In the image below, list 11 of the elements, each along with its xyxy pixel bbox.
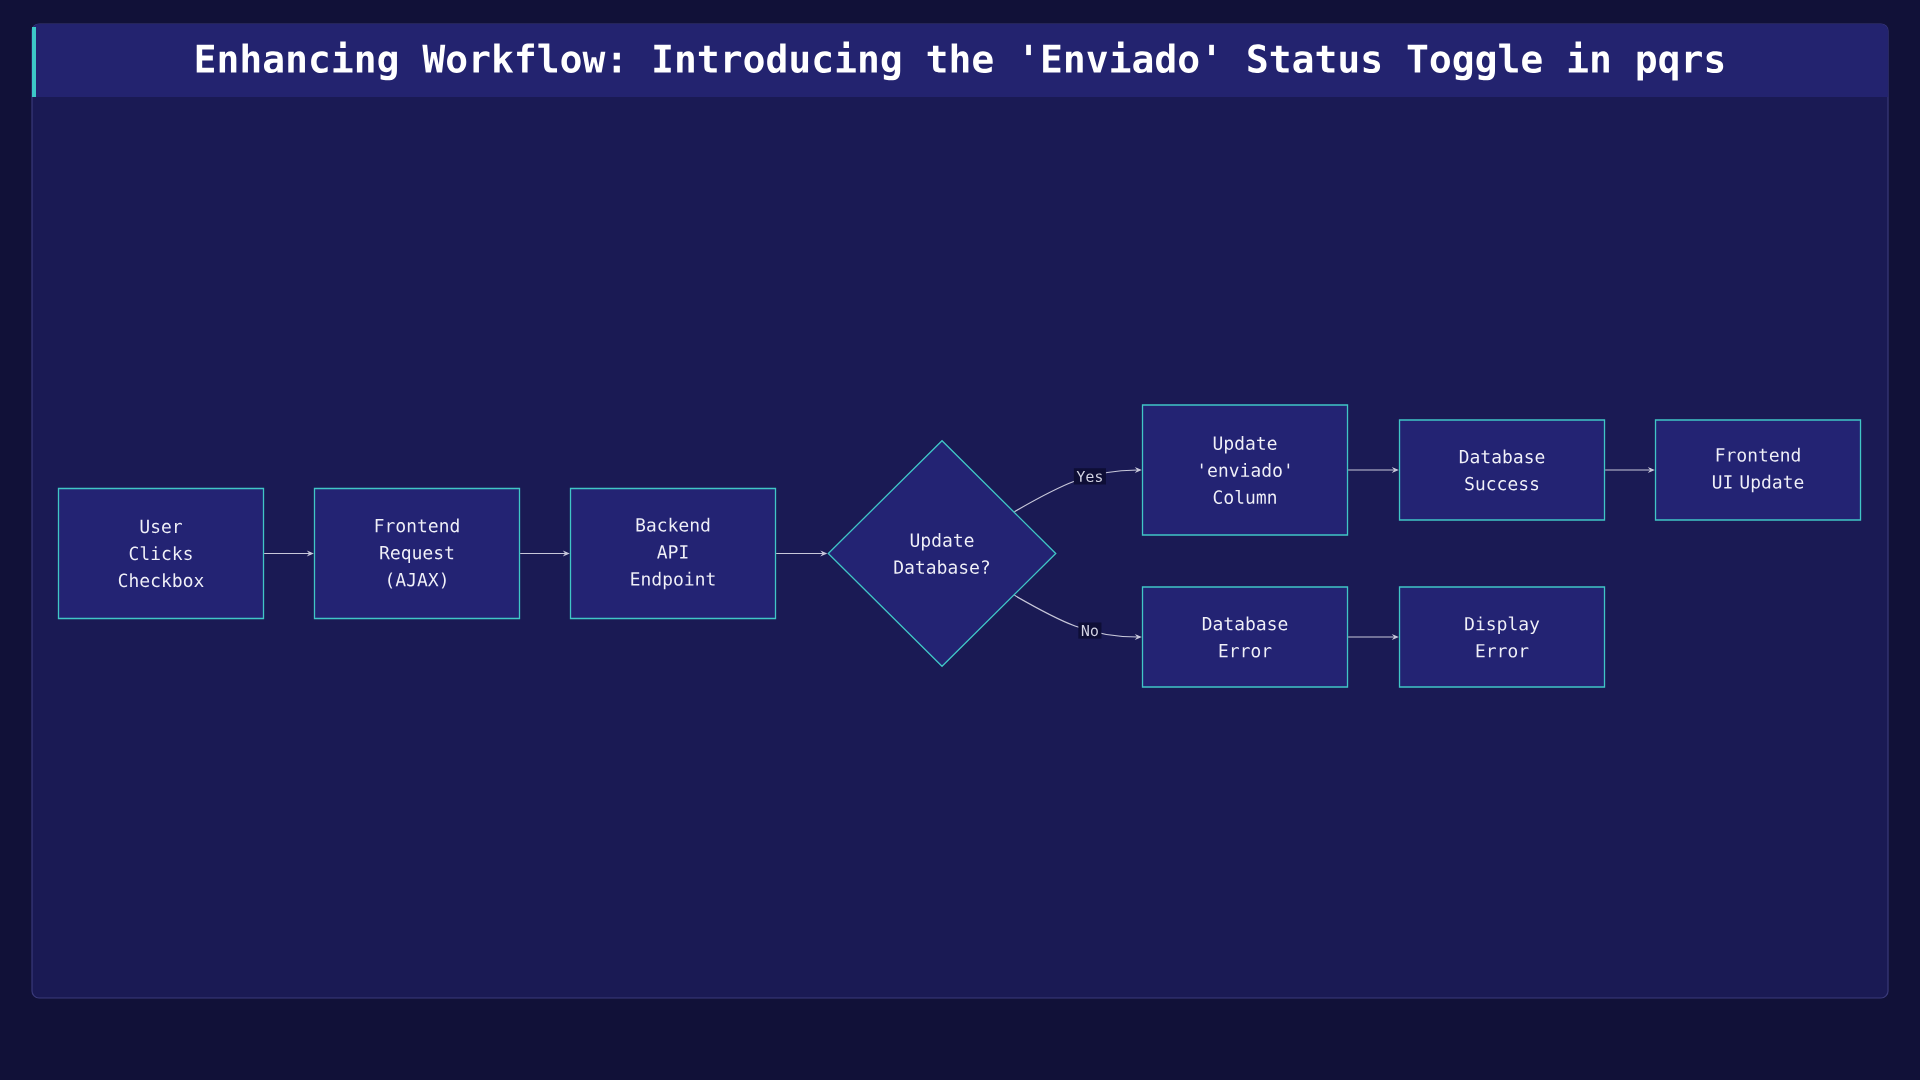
process-box: Display Error xyxy=(1398,586,1606,688)
title-banner: Enhancing Workflow: Introducing the 'Enviado' Status Toggle in pqrs xyxy=(32,24,1888,97)
edge-label: No xyxy=(1078,622,1102,639)
process-box: Frontend UI Update xyxy=(1654,419,1862,521)
process-box: Database Success xyxy=(1398,419,1606,521)
process-box: Update 'enviado' Column xyxy=(1141,404,1349,536)
process-box: Database Error xyxy=(1141,586,1349,688)
process-box: User Clicks Checkbox xyxy=(57,487,265,620)
process-box: Frontend Request (AJAX) xyxy=(313,487,521,620)
edge-label: Yes xyxy=(1073,468,1106,485)
process-box: Backend API Endpoint xyxy=(569,487,777,620)
